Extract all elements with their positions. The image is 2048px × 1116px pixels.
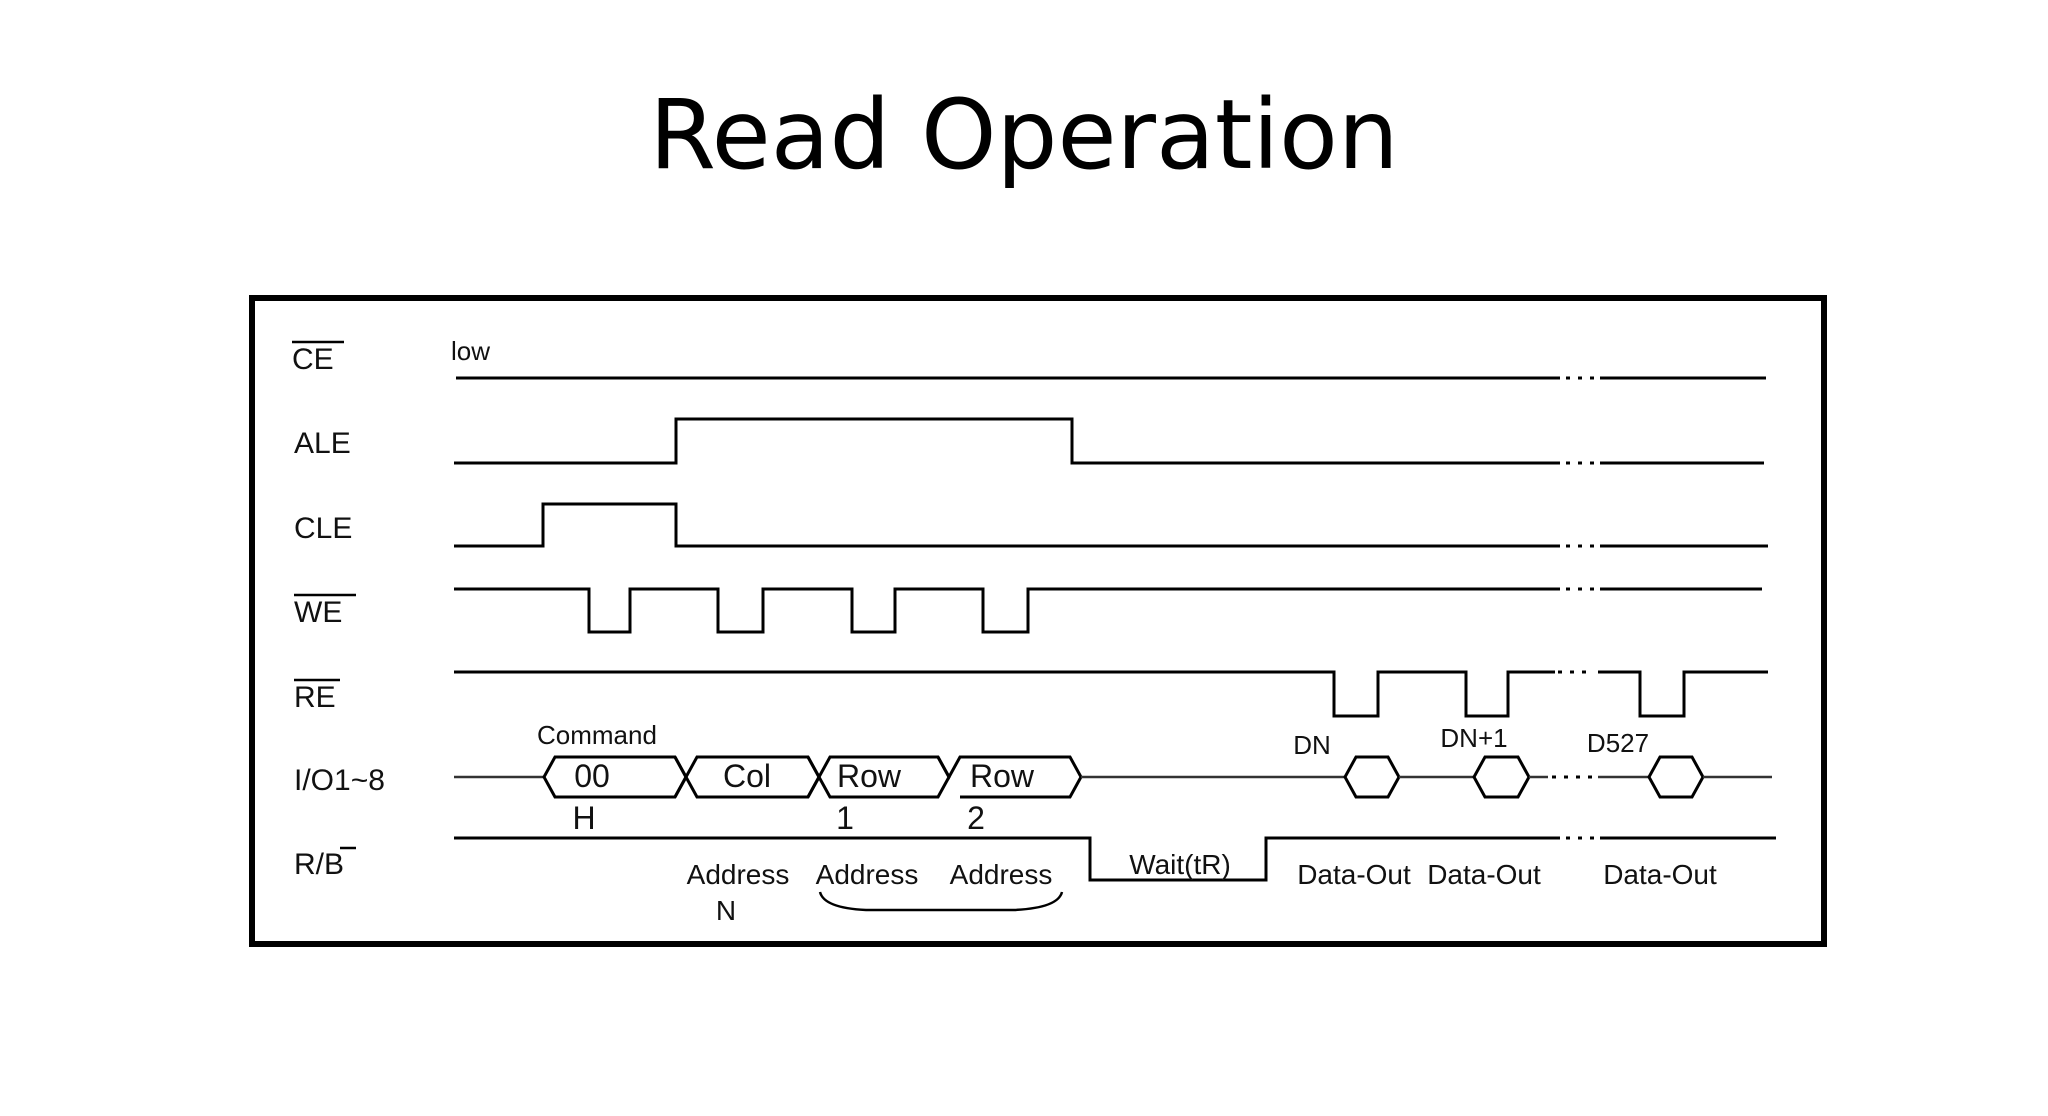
waveform-we <box>454 587 1762 634</box>
slide-title: Read Operation <box>649 79 1399 191</box>
io-row2-sub: 2 <box>967 800 985 836</box>
io-row1-text: Row <box>837 758 902 794</box>
waveform-cle <box>454 502 1768 548</box>
signal-io-label: I/O1~8 <box>294 764 385 797</box>
data-out-1: Data-Out <box>1297 859 1411 890</box>
address-label-2: Address <box>816 859 919 890</box>
io-row2-text: Row <box>970 758 1035 794</box>
waveform-ce: low <box>451 336 1766 380</box>
waveform-rb: Address N Address Address Wait(tR) Data-… <box>454 836 1776 926</box>
signal-cle-label: CLE <box>294 512 352 545</box>
waveform-re <box>454 670 1768 718</box>
signal-labels: CE ALE CLE WE RE I/O1~8 R/B <box>292 340 385 881</box>
data-out-3: Data-Out <box>1603 859 1717 890</box>
data-label-dn: DN <box>1293 730 1331 760</box>
signal-re-label: RE <box>294 681 336 714</box>
data-out-2: Data-Out <box>1427 859 1541 890</box>
waveform-ale <box>454 417 1764 465</box>
data-label-dn1: DN+1 <box>1440 723 1507 753</box>
io-cmd-sub: H <box>572 800 595 836</box>
signal-rb-label: R/B <box>294 848 344 881</box>
signal-ce-label: CE <box>292 343 334 376</box>
waveform-io: Command 00 Col Row Row H 1 2 DN DN+1 D52… <box>454 720 1772 836</box>
io-cell-row2 <box>936 755 1083 799</box>
data-label-d527: D527 <box>1587 728 1649 758</box>
address-label-3: Address <box>950 859 1053 890</box>
io-row1-sub: 1 <box>836 800 854 836</box>
signal-ale-label: ALE <box>294 427 351 460</box>
io-data-dn1 <box>1472 755 1531 799</box>
command-label: Command <box>537 720 657 750</box>
ce-low-note: low <box>451 336 490 366</box>
io-col-text: Col <box>723 758 771 794</box>
signal-we-label: WE <box>294 596 342 629</box>
address-label-1-sub: N <box>716 895 736 926</box>
wait-label: Wait(tR) <box>1129 849 1231 880</box>
io-data-dn <box>1343 755 1401 799</box>
io-cell-cmd <box>542 755 688 799</box>
address-label-1: Address <box>687 859 790 890</box>
diagram-frame <box>249 295 1827 947</box>
address-brace <box>818 891 1064 912</box>
io-data-d527 <box>1647 755 1705 799</box>
io-cmd-text: 00 <box>574 758 610 794</box>
